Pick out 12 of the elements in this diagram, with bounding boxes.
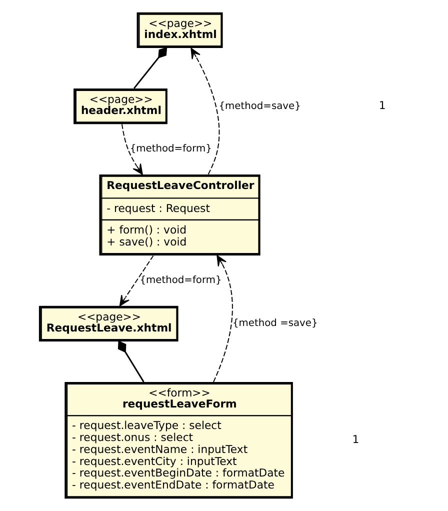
- edge-label: {method =save}: [232, 318, 318, 330]
- arrow: [213, 255, 233, 382]
- connector: [134, 46, 168, 89]
- connector: [118, 340, 144, 382]
- label: 1: [378, 99, 386, 112]
- label: 1: [352, 433, 360, 446]
- arrow: [121, 124, 143, 175]
- edge-label: {method=form}: [140, 275, 222, 286]
- edge-label: {method=form}: [130, 144, 212, 155]
- edge-label: {method=save}: [218, 100, 301, 112]
- arrow: [190, 48, 220, 175]
- arrow: [119, 255, 154, 306]
